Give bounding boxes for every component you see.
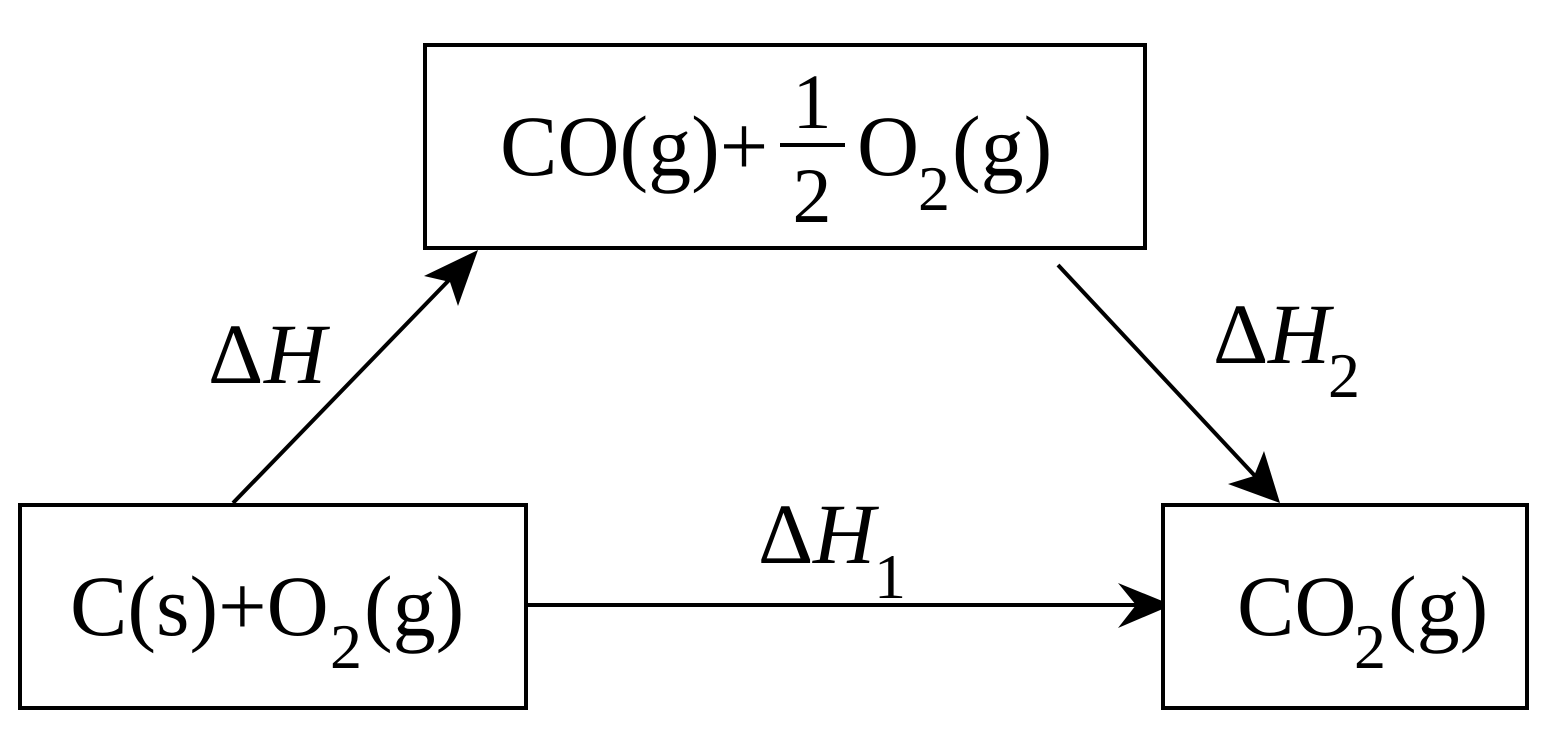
fraction-numerator: 1 bbox=[793, 58, 832, 145]
arrow-reactants-to-intermediate bbox=[231, 250, 478, 505]
label-delta-h1: Δ H 1 bbox=[758, 486, 906, 612]
label-delta-h2-subscript: 2 bbox=[1328, 340, 1360, 411]
label-delta-h: Δ H bbox=[208, 306, 330, 402]
reactants-subscript: 2 bbox=[330, 611, 362, 682]
intermediate-box: CO(g)+ 1 2 O 2 (g) bbox=[423, 43, 1147, 250]
product-subscript: 2 bbox=[1354, 611, 1386, 682]
arrow-intermediate-to-product bbox=[1056, 263, 1280, 503]
reactants-box: C(s)+O 2 (g) bbox=[18, 503, 528, 710]
label-delta-h1-symbol: H bbox=[812, 486, 879, 582]
intermediate-o: O bbox=[857, 98, 919, 194]
label-delta-h1-delta: Δ bbox=[758, 486, 813, 582]
label-delta-h2-delta: Δ bbox=[1213, 286, 1268, 382]
intermediate-prefix: CO(g)+ bbox=[500, 98, 768, 194]
arrow-reactants-to-product bbox=[528, 583, 1172, 628]
intermediate-subscript: 2 bbox=[918, 153, 950, 224]
label-delta-h1-subscript: 1 bbox=[874, 541, 906, 612]
label-delta-h-delta: Δ bbox=[208, 306, 263, 402]
product-main: CO bbox=[1237, 558, 1356, 654]
label-delta-h2-symbol: H bbox=[1267, 286, 1334, 382]
fraction-denominator: 2 bbox=[793, 152, 832, 239]
reactants-main: C(s)+O bbox=[70, 558, 329, 654]
product-box: CO 2 (g) bbox=[1161, 503, 1529, 710]
product-tail: (g) bbox=[1388, 558, 1488, 654]
intermediate-tail: (g) bbox=[952, 98, 1052, 194]
reactants-tail: (g) bbox=[364, 558, 464, 654]
label-delta-h2: Δ H 2 bbox=[1213, 286, 1360, 411]
label-delta-h-symbol: H bbox=[263, 306, 330, 402]
